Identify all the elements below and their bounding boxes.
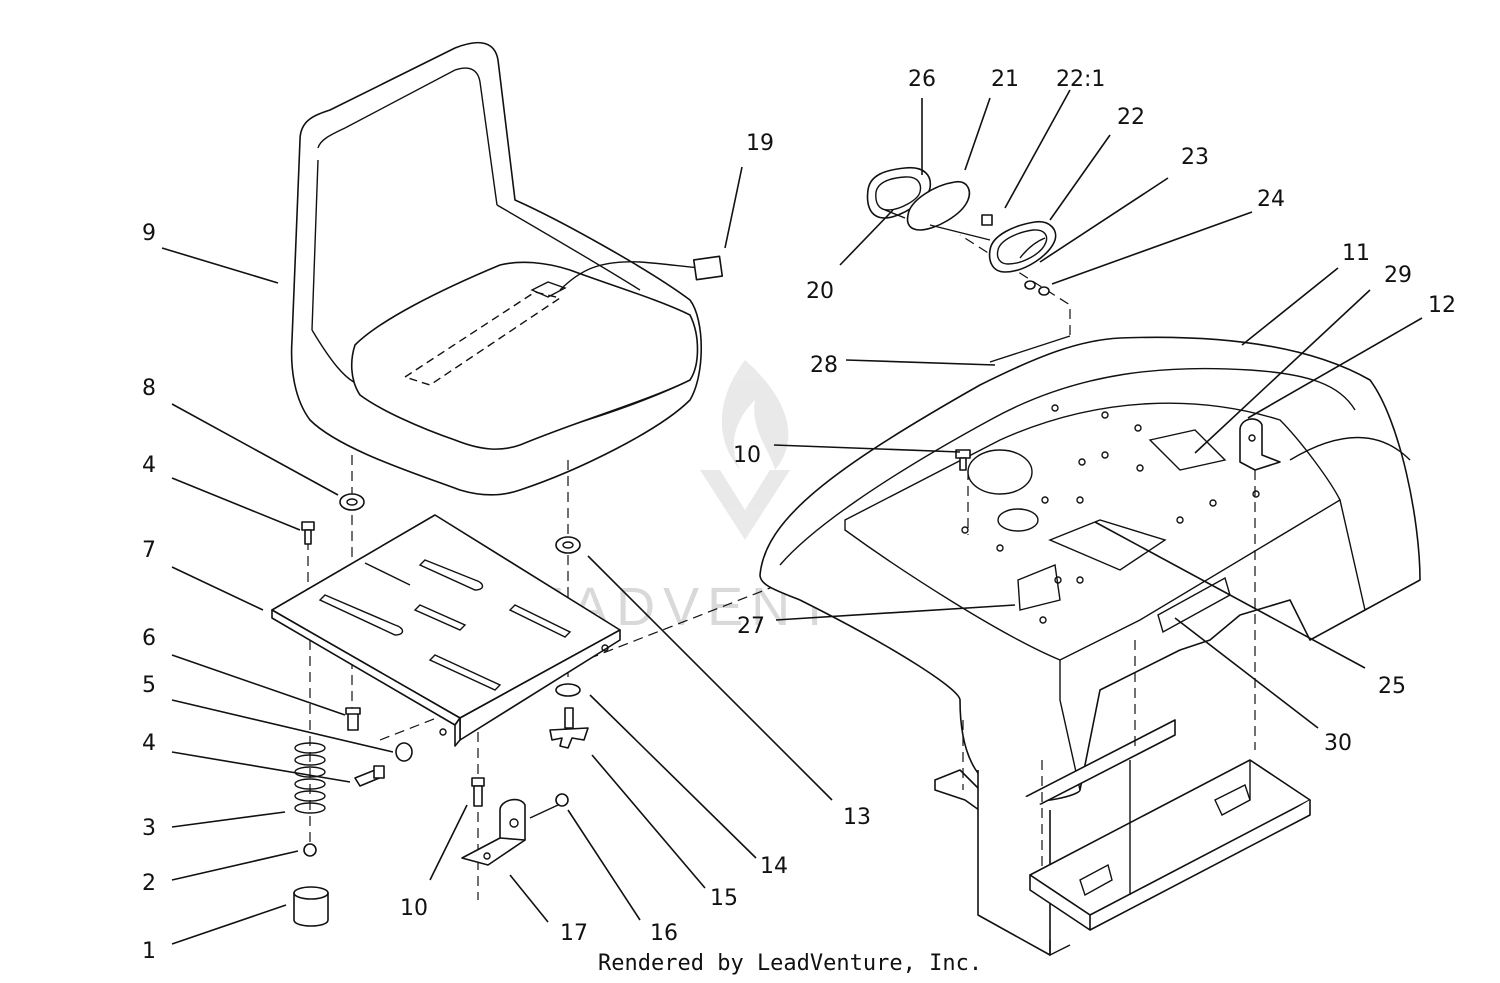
callout-27: 27 xyxy=(737,614,765,639)
callout-1: 1 xyxy=(142,939,156,964)
footer-credit: Rendered by LeadVenture, Inc. xyxy=(598,951,982,976)
callout-21: 21 xyxy=(991,67,1019,92)
callout-12: 12 xyxy=(1428,293,1456,318)
callout-4-upper: 4 xyxy=(142,453,156,478)
callout-5: 5 xyxy=(142,673,156,698)
bolt-6 xyxy=(345,707,361,731)
callout-22-1: 22:1 xyxy=(1056,67,1105,92)
callout-16: 16 xyxy=(650,921,678,946)
knob xyxy=(549,707,589,749)
bolt-4-top xyxy=(301,521,315,545)
callout-4-lower: 4 xyxy=(142,731,156,756)
callout-20: 20 xyxy=(806,279,834,304)
callout-10-upper: 10 xyxy=(733,443,761,468)
washer-14 xyxy=(555,683,581,697)
nut-24b xyxy=(1038,286,1050,296)
callout-15: 15 xyxy=(710,886,738,911)
bracket-17 xyxy=(461,798,526,866)
spring xyxy=(294,742,326,814)
callout-25: 25 xyxy=(1378,674,1406,699)
callout-28: 28 xyxy=(810,353,838,378)
callout-26: 26 xyxy=(908,67,936,92)
washer-5 xyxy=(395,742,413,762)
callout-10-lower: 10 xyxy=(400,896,428,921)
bracket-12 xyxy=(1239,418,1281,471)
callout-17: 17 xyxy=(560,921,588,946)
bolt-10-lower xyxy=(471,777,485,807)
nut-16 xyxy=(555,793,569,807)
callout-7: 7 xyxy=(142,538,156,563)
fender xyxy=(759,336,1421,803)
seat-mount-plate xyxy=(271,514,621,747)
callout-9: 9 xyxy=(142,221,156,246)
callout-8: 8 xyxy=(142,376,156,401)
callout-30: 30 xyxy=(1324,731,1352,756)
callout-14: 14 xyxy=(760,854,788,879)
bolt-4-lower xyxy=(354,765,385,787)
seat-switch-connector xyxy=(692,255,724,281)
seat-assembly xyxy=(290,41,724,496)
seat-cushion xyxy=(350,261,699,450)
callout-2: 2 xyxy=(142,871,156,896)
callout-23: 23 xyxy=(1181,145,1209,170)
callout-19: 19 xyxy=(746,131,774,156)
callout-labels: 1 2 3 4 5 6 7 4 8 9 19 10 17 16 15 14 13… xyxy=(142,67,1456,964)
washer-13 xyxy=(555,536,581,554)
wire-23 xyxy=(1019,237,1046,259)
washer-8 xyxy=(339,493,365,511)
lens-21 xyxy=(906,180,971,231)
bumper xyxy=(293,886,329,927)
fender-assembly xyxy=(759,224,1421,803)
nut-24a xyxy=(1024,280,1036,290)
callout-22: 22 xyxy=(1117,105,1145,130)
callout-13: 13 xyxy=(843,805,871,830)
callout-11: 11 xyxy=(1342,241,1370,266)
leader-lines xyxy=(161,89,1423,945)
light-assembly xyxy=(866,166,1057,296)
callout-6: 6 xyxy=(142,626,156,651)
callout-3: 3 xyxy=(142,816,156,841)
housing-22 xyxy=(988,220,1057,273)
callout-29: 29 xyxy=(1384,263,1412,288)
watermark-logo-icon xyxy=(700,360,790,540)
lamp-22-1 xyxy=(981,214,993,226)
nut-2 xyxy=(303,843,317,857)
fender-mount-frame xyxy=(934,470,1311,957)
callout-24: 24 xyxy=(1257,187,1285,212)
